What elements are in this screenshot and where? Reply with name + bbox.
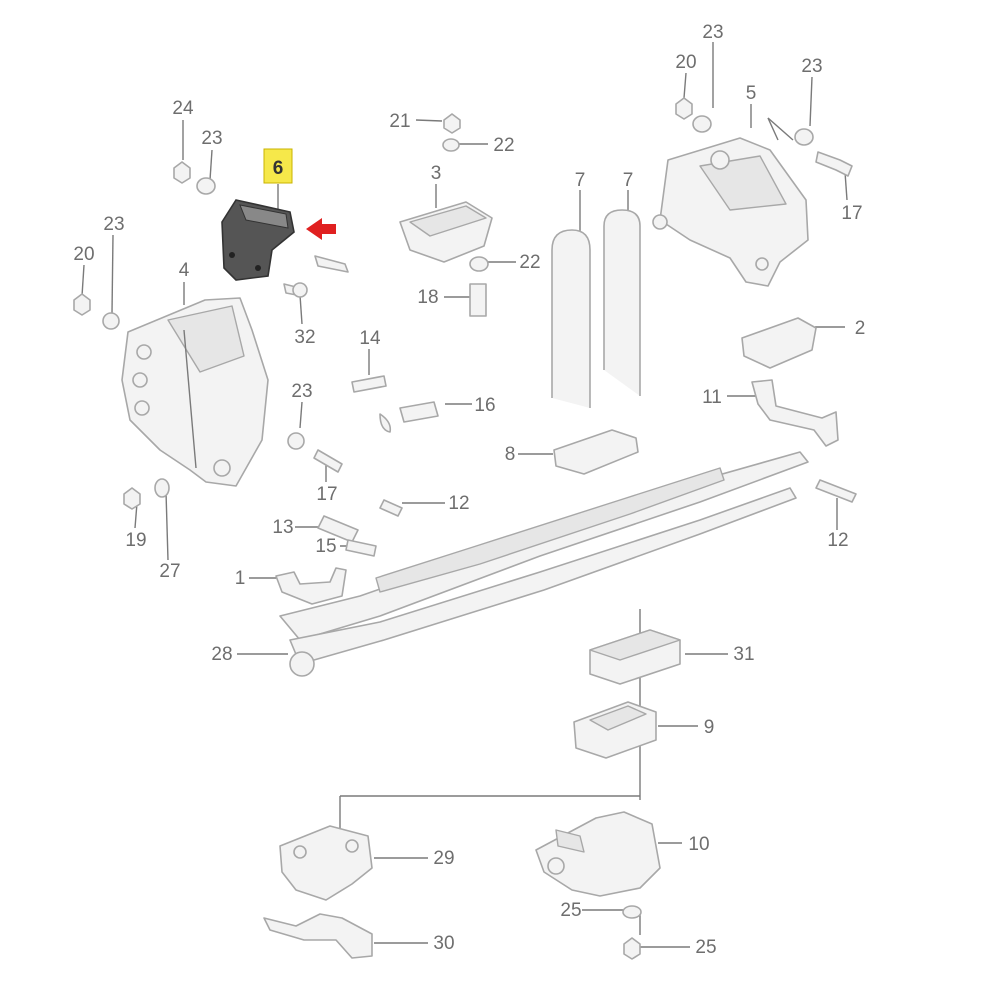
- label-22: 22: [493, 135, 514, 156]
- label-20: 20: [675, 52, 696, 73]
- label-28: 28: [211, 644, 232, 665]
- label-13: 13: [272, 517, 293, 538]
- part-3-mount-block[interactable]: [399, 201, 493, 263]
- label-19: 19: [125, 530, 146, 551]
- label-25: 25: [560, 900, 581, 921]
- label-23: 23: [801, 56, 822, 77]
- label-27: 27: [159, 561, 180, 582]
- label-14: 14: [359, 328, 381, 349]
- label-3: 3: [431, 163, 442, 184]
- label-29: 29: [433, 848, 454, 869]
- bolts: [283, 151, 857, 557]
- nuts-and-washers: [73, 97, 814, 960]
- label-17: 17: [841, 203, 862, 224]
- label-12: 12: [827, 530, 848, 551]
- label-23: 23: [103, 214, 124, 235]
- label-1: 1: [235, 568, 246, 589]
- part-11-bracket[interactable]: [751, 379, 839, 447]
- label-18: 18: [417, 287, 438, 308]
- label-12: 12: [448, 493, 469, 514]
- part-28-leaf-spring[interactable]: [279, 451, 809, 677]
- label-23: 23: [201, 128, 222, 149]
- label-17: 17: [316, 484, 337, 505]
- part-number-labels: 24 23 23 20 4 32 19 27 21 22 3 22 18 14 …: [73, 22, 865, 958]
- part-1-clip[interactable]: [275, 567, 347, 605]
- label-5: 5: [746, 83, 757, 104]
- part-31-block[interactable]: [589, 629, 681, 685]
- part-6-bracket[interactable]: [221, 199, 295, 281]
- label-15: 15: [315, 536, 336, 557]
- label-7: 7: [575, 170, 586, 191]
- highlighted-part-label[interactable]: 6: [263, 148, 293, 184]
- label-6: 6: [273, 158, 284, 179]
- part-8-pad[interactable]: [553, 429, 639, 475]
- label-8: 8: [505, 444, 516, 465]
- part-7-u-bolts[interactable]: [551, 209, 641, 408]
- label-11: 11: [702, 387, 722, 408]
- part-9-saddle[interactable]: [573, 701, 657, 759]
- label-7: 7: [623, 170, 634, 191]
- label-22: 22: [519, 252, 540, 273]
- part-2-bracket[interactable]: [741, 317, 817, 369]
- label-16: 16: [474, 395, 495, 416]
- label-23: 23: [702, 22, 723, 43]
- label-24: 24: [172, 98, 194, 119]
- leader-lines: [81, 42, 848, 948]
- part-29-bracket[interactable]: [279, 825, 373, 901]
- label-30: 30: [433, 933, 454, 954]
- red-pointer-arrow-icon: [306, 218, 336, 240]
- part-30-link[interactable]: [263, 913, 373, 959]
- label-10: 10: [688, 834, 709, 855]
- label-9: 9: [704, 717, 715, 738]
- label-23: 23: [291, 381, 312, 402]
- label-20: 20: [73, 244, 94, 265]
- label-4: 4: [179, 260, 190, 281]
- label-2: 2: [855, 318, 866, 339]
- part-10-bracket[interactable]: [535, 811, 661, 897]
- part-4-spring-hanger[interactable]: [121, 297, 269, 487]
- label-25: 25: [695, 937, 716, 958]
- label-32: 32: [294, 327, 315, 348]
- label-31: 31: [733, 644, 754, 665]
- label-21: 21: [389, 111, 410, 132]
- part-5-spring-hanger[interactable]: [652, 137, 809, 287]
